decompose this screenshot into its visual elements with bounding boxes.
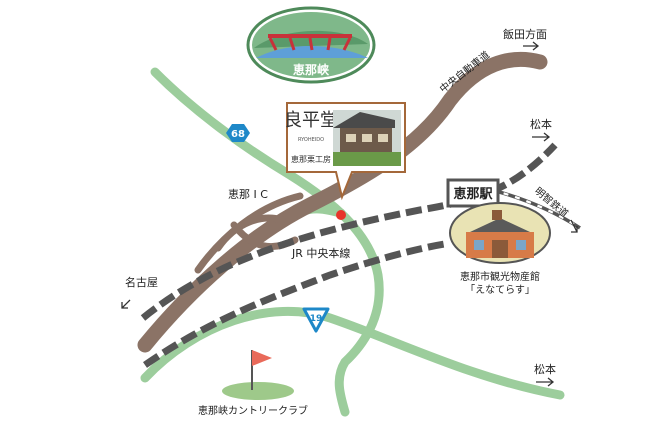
shop-logo: 良平堂 xyxy=(284,110,338,131)
golf-club-label: 恵那峡カントリークラブ xyxy=(198,404,308,417)
ena-station-sign xyxy=(446,178,500,208)
shop-sign: 良平堂 RYOHEIDO 恵那栗工房 xyxy=(284,102,406,201)
kanko-label-line2: 「えなてらす」 xyxy=(465,284,535,296)
kanko-label-line1: 恵那市観光物産館 xyxy=(460,270,540,283)
shop-romaji: RYOHEIDO xyxy=(298,137,324,143)
jr-line-label: JR 中央本線 xyxy=(291,246,350,260)
route-68-number: 68 xyxy=(231,129,245,140)
golf-flag-icon xyxy=(222,350,294,400)
matsumoto-top-arrow-icon xyxy=(532,132,551,142)
jr-chuo-line-main xyxy=(140,142,558,321)
route-19-road xyxy=(140,306,565,400)
nagoya-label: 名古屋 xyxy=(125,275,158,289)
nagoya-arrow-icon xyxy=(121,299,131,309)
shop-photo xyxy=(333,110,401,166)
ena-ic-ramp-2 xyxy=(214,214,286,252)
matsumoto-bottom-arrow-icon xyxy=(536,377,555,387)
gorge-bridge-icon xyxy=(246,6,376,84)
shop-subtitle: 恵那栗工房 xyxy=(291,154,331,164)
route-19-shield: 19 xyxy=(302,307,330,333)
iida-label: 飯田方面 xyxy=(503,27,547,41)
jr-chuo-line-west xyxy=(143,240,446,368)
matsumoto-bottom-label: 松本 xyxy=(534,362,556,376)
location-pin-icon xyxy=(336,210,346,220)
building-icon xyxy=(449,202,551,264)
gorge-label: 恵那峡 xyxy=(293,62,329,77)
route-19-number: 19 xyxy=(310,314,323,324)
iida-arrow-icon xyxy=(523,41,540,51)
ena-station-label: 恵那駅 xyxy=(453,186,493,202)
matsumoto-top-label: 松本 xyxy=(530,117,552,131)
akechi-arrow-icon xyxy=(570,219,578,233)
ena-ic-label: 恵那 I C xyxy=(228,187,268,201)
route-68-shield: 68 xyxy=(226,124,250,142)
